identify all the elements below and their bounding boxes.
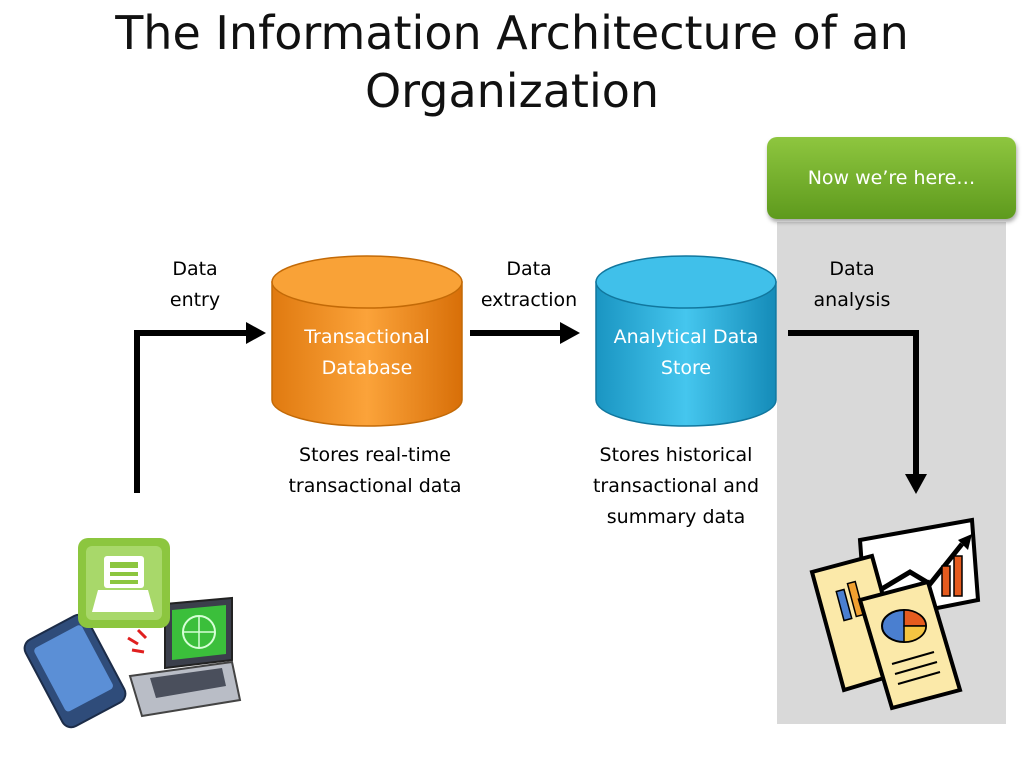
data-analysis-arrow (788, 330, 927, 494)
analytical-caption: Stores historical transactional and summ… (592, 444, 760, 528)
data-entry-label: Data entry (169, 258, 221, 311)
slide-title: The Information Architecture of an Organ… (115, 6, 909, 118)
transactional-database-cylinder (271, 255, 463, 427)
transactional-database-label: Transactional Database (304, 326, 430, 379)
data-extraction-arrow (470, 322, 580, 344)
laptop-icon (128, 596, 242, 718)
now-here-banner: Now we’re here… (767, 137, 1016, 219)
analytical-data-store-label: Analytical Data Store (613, 326, 759, 379)
data-analysis-label: Data analysis (813, 258, 891, 311)
signal-marks (127, 628, 148, 654)
transactional-caption: Stores real-time transactional data (288, 444, 462, 497)
pie-chart-icon (881, 609, 927, 643)
cash-register-icon (78, 538, 170, 628)
data-entry-arrow (134, 322, 266, 493)
data-extraction-label: Data extraction (480, 258, 578, 311)
mobile-phone-icon (23, 613, 127, 729)
analytical-data-store-cylinder (595, 255, 777, 427)
reports-icon (809, 553, 963, 711)
